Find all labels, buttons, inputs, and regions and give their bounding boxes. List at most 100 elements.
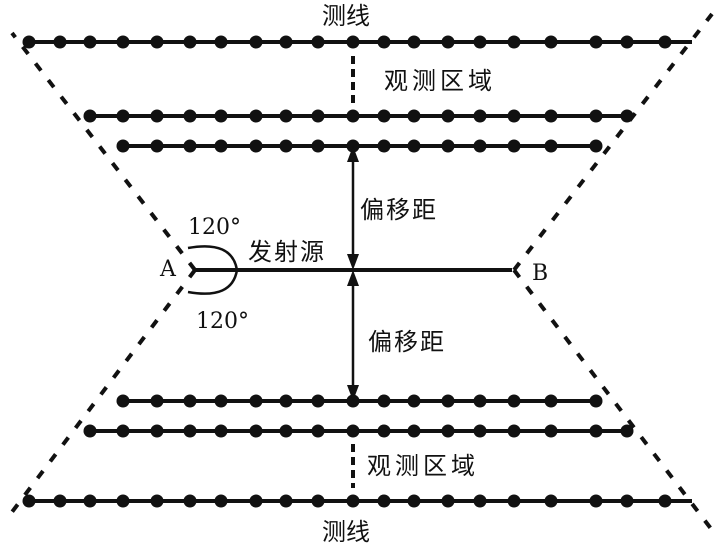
- receiver-point: [249, 139, 263, 153]
- receiver-point: [214, 424, 228, 438]
- survey-line-6: [22, 494, 692, 508]
- receiver-point: [589, 139, 603, 153]
- receiver-point: [311, 394, 325, 408]
- receiver-point: [183, 394, 197, 408]
- receiver-point: [407, 424, 421, 438]
- receiver-point: [589, 109, 603, 123]
- receiver-point: [116, 109, 130, 123]
- receiver-point: [116, 139, 130, 153]
- receiver-point: [377, 35, 391, 49]
- receiver-point: [544, 394, 558, 408]
- receiver-point: [346, 109, 360, 123]
- receiver-point: [279, 394, 293, 408]
- receiver-point: [279, 35, 293, 49]
- receiver-point: [377, 424, 391, 438]
- receiver-point: [507, 394, 521, 408]
- receiver-point: [589, 494, 603, 508]
- receiver-point: [507, 139, 521, 153]
- receiver-point: [407, 109, 421, 123]
- receiver-point: [150, 139, 164, 153]
- receiver-point: [507, 424, 521, 438]
- receiver-point: [116, 494, 130, 508]
- receiver-point: [279, 109, 293, 123]
- offset-label-top: 偏移距: [360, 196, 438, 224]
- receiver-point: [53, 35, 67, 49]
- receiver-point: [620, 109, 634, 123]
- receiver-point: [544, 139, 558, 153]
- receiver-point: [83, 494, 97, 508]
- receiver-point: [544, 35, 558, 49]
- receiver-point: [473, 35, 487, 49]
- receiver-point: [311, 139, 325, 153]
- receiver-point: [311, 35, 325, 49]
- point-a-label: A: [159, 257, 177, 282]
- survey-line-4: [116, 394, 603, 408]
- survey-line-5: [83, 424, 634, 438]
- angle-arc-bottom: [187, 269, 239, 295]
- receiver-point: [473, 494, 487, 508]
- receiver-point: [249, 35, 263, 49]
- receiver-point: [183, 109, 197, 123]
- receiver-point: [22, 35, 36, 49]
- receiver-point: [311, 424, 325, 438]
- receiver-point: [407, 35, 421, 49]
- angle-arc-top: [187, 245, 239, 271]
- survey-line-2: [83, 109, 634, 123]
- receiver-point: [544, 494, 558, 508]
- receiver-point: [150, 35, 164, 49]
- receiver-point: [249, 494, 263, 508]
- receiver-point: [214, 394, 228, 408]
- receiver-point: [214, 35, 228, 49]
- receiver-point: [346, 424, 360, 438]
- receiver-point: [473, 394, 487, 408]
- offset-arrow-bottom: [347, 270, 359, 401]
- receiver-point: [83, 109, 97, 123]
- receiver-point: [441, 35, 455, 49]
- receiver-point: [83, 424, 97, 438]
- receiver-point: [150, 424, 164, 438]
- survey-line-label-bottom: 测线: [322, 518, 370, 546]
- offset-arrow-top: [347, 146, 359, 270]
- offset-label-bottom: 偏移距: [368, 328, 446, 356]
- receiver-point: [150, 494, 164, 508]
- receiver-point: [473, 139, 487, 153]
- receiver-point: [311, 494, 325, 508]
- receiver-point: [346, 35, 360, 49]
- receiver-point: [441, 494, 455, 508]
- receiver-point: [279, 494, 293, 508]
- receiver-point: [441, 109, 455, 123]
- observation-area-label-top: 观测区域: [384, 67, 496, 95]
- observation-area-label-bottom: 观测区域: [367, 452, 479, 480]
- receiver-point: [249, 424, 263, 438]
- receiver-point: [279, 424, 293, 438]
- receiver-point: [544, 424, 558, 438]
- receiver-point: [589, 35, 603, 49]
- boundary-dashed-line-2: [10, 268, 197, 514]
- receiver-point: [183, 35, 197, 49]
- receiver-point: [377, 109, 391, 123]
- receiver-point: [473, 109, 487, 123]
- receiver-point: [658, 494, 672, 508]
- receiver-point: [620, 424, 634, 438]
- receiver-point: [377, 494, 391, 508]
- boundary-dashed-line-3: [512, 12, 714, 272]
- receiver-point: [183, 494, 197, 508]
- receiver-point: [183, 139, 197, 153]
- receiver-point: [183, 424, 197, 438]
- receiver-point: [116, 35, 130, 49]
- receiver-point: [249, 394, 263, 408]
- receiver-point: [441, 139, 455, 153]
- receiver-point: [150, 394, 164, 408]
- receiver-point: [311, 109, 325, 123]
- point-b-label: B: [532, 261, 548, 286]
- receiver-point: [22, 494, 36, 508]
- receiver-point: [544, 109, 558, 123]
- angle-label-top: 120°: [188, 215, 241, 240]
- source-label: 发射源: [248, 238, 326, 266]
- receiver-point: [407, 139, 421, 153]
- receiver-point: [249, 109, 263, 123]
- angle-label-bottom: 120°: [196, 309, 249, 334]
- receiver-point: [53, 494, 67, 508]
- receiver-point: [346, 494, 360, 508]
